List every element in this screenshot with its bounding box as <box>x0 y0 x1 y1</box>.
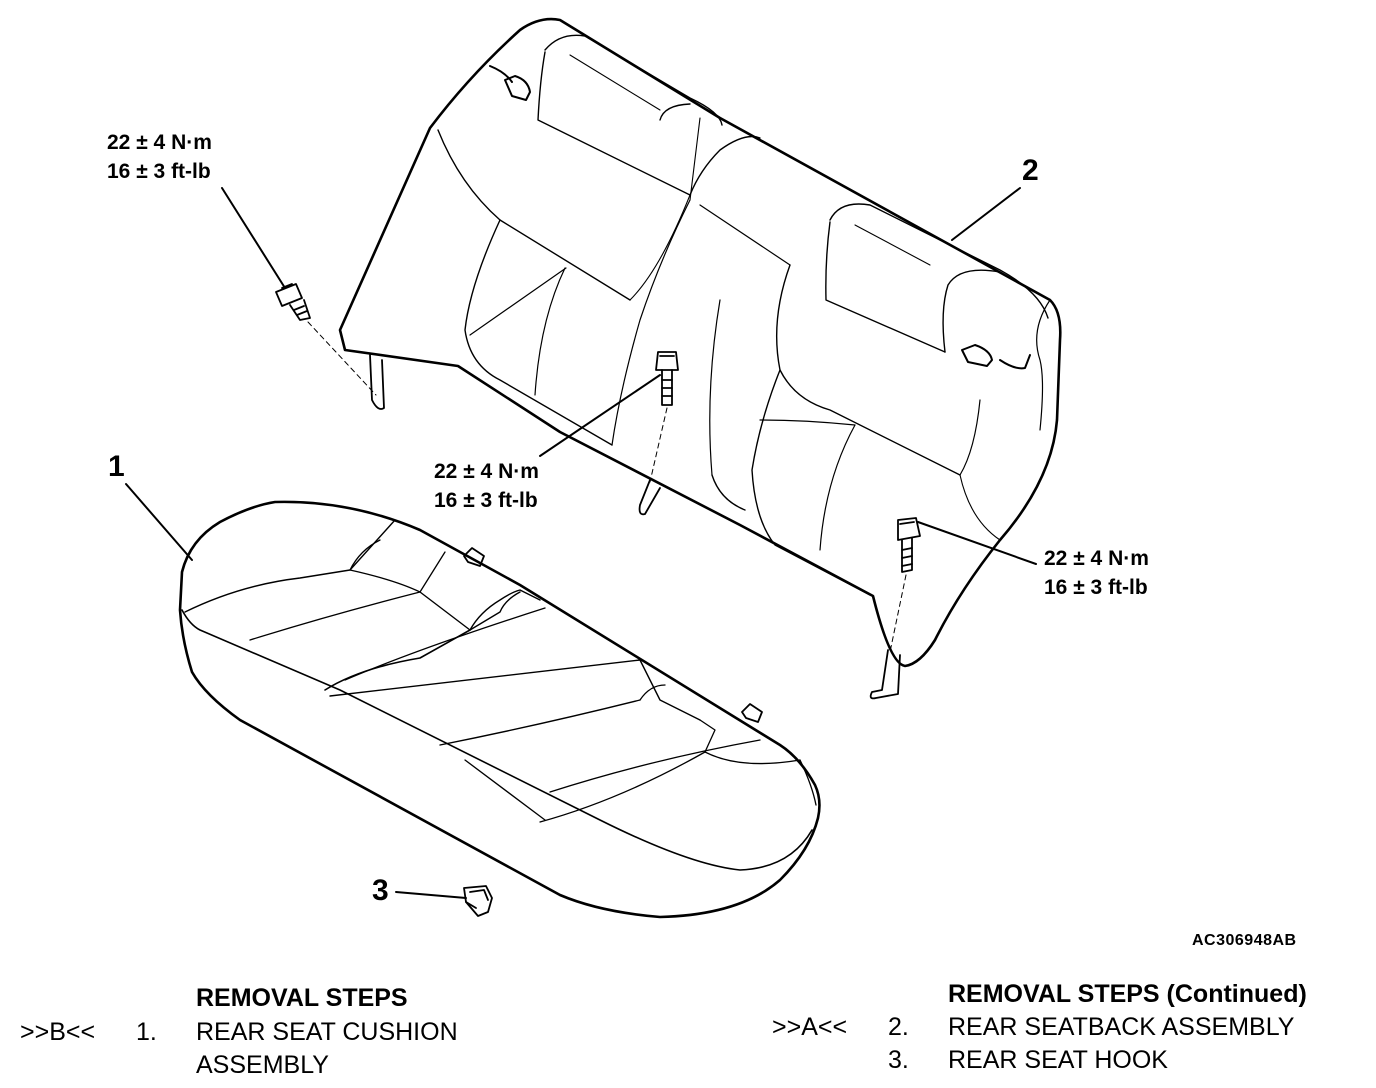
torque-nm: 22 ± 4 N·m <box>434 460 539 483</box>
torque-label-left: 22 ± 4 N·m 16 ± 3 ft-lb <box>107 128 212 186</box>
leader-lines <box>125 187 1037 899</box>
torque-ftlb: 16 ± 3 ft-lb <box>1044 576 1148 599</box>
step-number: 1. <box>136 1018 157 1046</box>
step-number: 2. <box>888 1013 909 1041</box>
step-text-continued: ASSEMBLY <box>196 1051 329 1079</box>
rear-seat-cushion-assembly <box>178 500 821 919</box>
removal-step-2: >>A<< 2. REAR SEATBACK ASSEMBLY <box>0 1011 1376 1043</box>
leader-torque-center <box>539 374 661 457</box>
bolt-left <box>275 283 311 321</box>
removal-step-1: >>B<< 1. REAR SEAT CUSHION ASSEMBLY <box>0 1016 700 1086</box>
rear-seatback-assembly <box>338 17 1062 668</box>
callout-1: 1 <box>108 450 125 483</box>
removal-step-3: 3. REAR SEAT HOOK <box>0 1044 1376 1076</box>
rear-seat-hook <box>463 885 493 917</box>
seatback-bracket-left <box>369 354 385 410</box>
leader-callout-3 <box>395 891 467 899</box>
step-text: REAR SEATBACK ASSEMBLY <box>948 1013 1295 1041</box>
leader-callout-1 <box>125 483 193 561</box>
step-text: REAR SEAT CUSHION <box>196 1018 458 1046</box>
torque-ftlb: 16 ± 3 ft-lb <box>434 489 538 512</box>
bolt-center <box>655 351 679 406</box>
alignment-lines <box>307 321 907 653</box>
step-marker: >>A<< <box>772 1013 848 1041</box>
bolt-right <box>897 517 921 573</box>
torque-label-center: 22 ± 4 N·m 16 ± 3 ft-lb <box>434 457 539 515</box>
seatback-bracket-right <box>869 649 901 700</box>
step-marker: >>B<< <box>20 1018 96 1046</box>
torque-nm: 22 ± 4 N·m <box>107 131 212 154</box>
seatback-bracket-center <box>638 479 661 516</box>
callout-2: 2 <box>1022 154 1039 187</box>
leader-torque-right <box>917 521 1037 565</box>
figure-id: AC306948AB <box>1192 932 1297 949</box>
leader-callout-2 <box>951 187 1021 241</box>
leader-torque-left <box>221 187 286 289</box>
removal-steps-continued-title: REMOVAL STEPS (Continued) <box>948 980 1307 1008</box>
torque-ftlb: 16 ± 3 ft-lb <box>107 160 211 183</box>
torque-label-right: 22 ± 4 N·m 16 ± 3 ft-lb <box>1044 544 1149 602</box>
step-text: REAR SEAT HOOK <box>948 1046 1168 1074</box>
step-number: 3. <box>888 1046 909 1074</box>
torque-nm: 22 ± 4 N·m <box>1044 547 1149 570</box>
removal-steps-title: REMOVAL STEPS <box>196 984 408 1012</box>
callout-3: 3 <box>372 874 389 907</box>
